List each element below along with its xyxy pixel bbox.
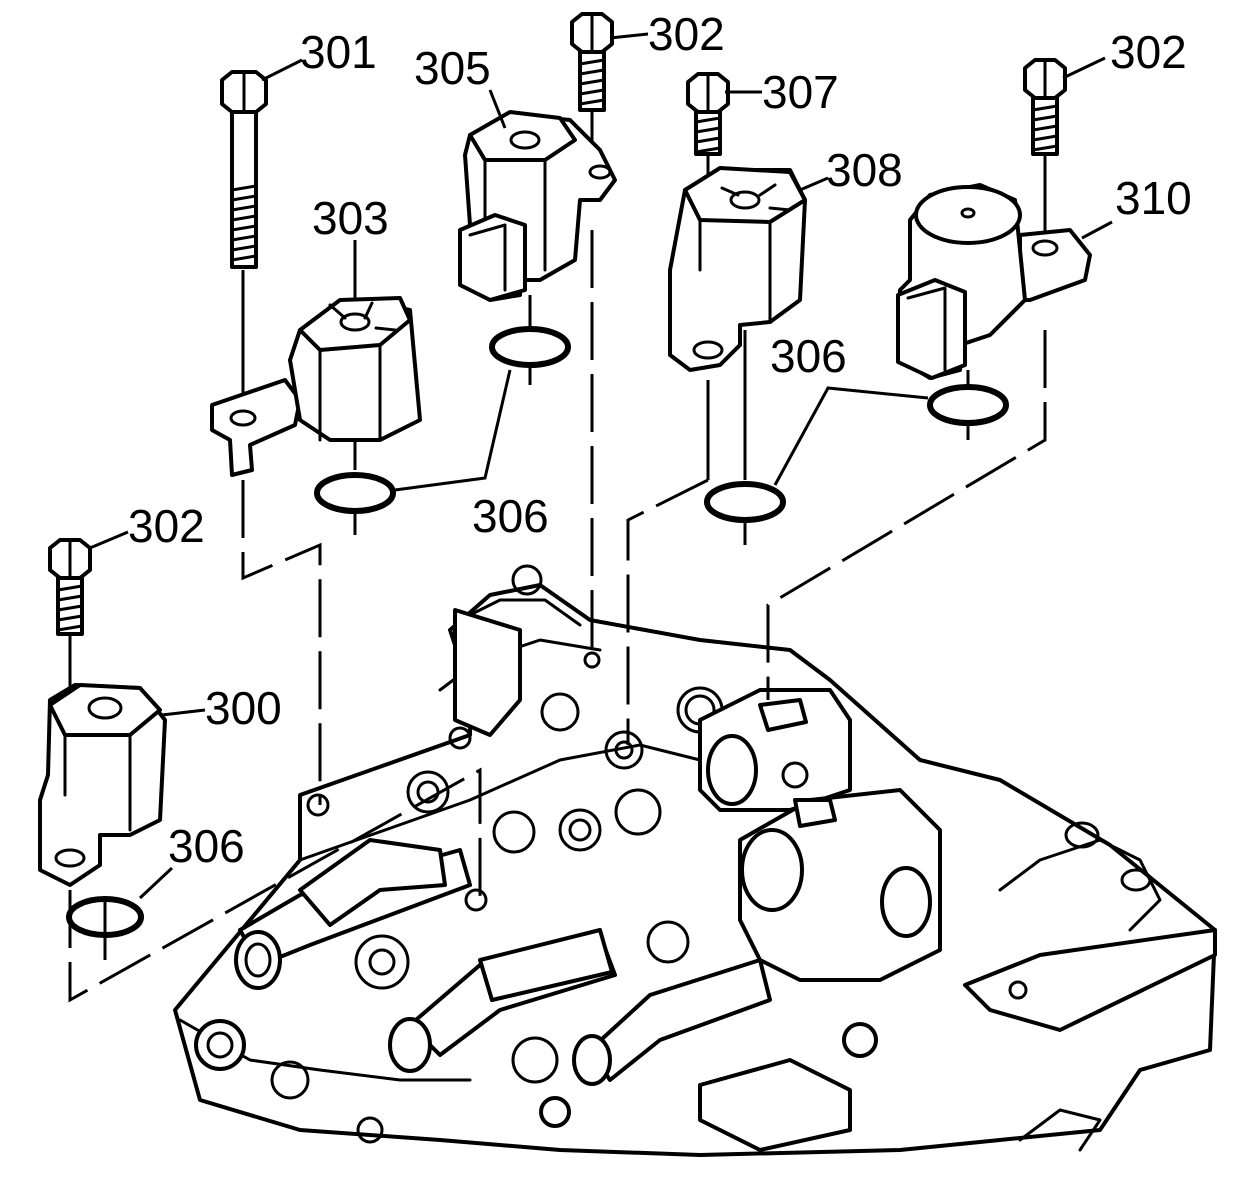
o-ring-300 <box>66 896 144 938</box>
o-ring-308 <box>704 481 786 523</box>
o-ring-303 <box>314 472 396 514</box>
o-ring-305 <box>489 326 571 368</box>
callout-305: 305 <box>414 42 491 94</box>
solenoid-300 <box>38 683 167 887</box>
bolt-307 <box>686 72 730 156</box>
bolt-302-center <box>570 12 614 112</box>
solenoid-308 <box>668 166 807 372</box>
leader-lines <box>89 32 1113 900</box>
solenoid-310 <box>896 183 1092 380</box>
callout-301: 301 <box>300 26 377 78</box>
o-rings-306 <box>66 326 1009 938</box>
callout-302-center: 302 <box>648 8 725 60</box>
bolt-301 <box>220 70 268 269</box>
callout-308: 308 <box>826 144 903 196</box>
callout-labels: 301 302 305 307 302 303 308 310 306 306 … <box>128 8 1192 872</box>
callout-307: 307 <box>762 66 839 118</box>
callout-303: 303 <box>312 192 389 244</box>
solenoid-305 <box>458 110 617 302</box>
callout-300: 300 <box>205 682 282 734</box>
valve-body <box>173 564 1217 1157</box>
bolt-302-left <box>48 538 92 636</box>
callout-306-right: 306 <box>770 330 847 382</box>
solenoid-303 <box>210 296 422 477</box>
callout-302-right: 302 <box>1110 26 1187 78</box>
callout-306-left: 306 <box>168 820 245 872</box>
callout-310: 310 <box>1115 172 1192 224</box>
bolt-302-right <box>1023 58 1067 156</box>
callout-306-mid: 306 <box>472 490 549 542</box>
o-ring-310 <box>927 384 1009 426</box>
callout-302-left: 302 <box>128 500 205 552</box>
